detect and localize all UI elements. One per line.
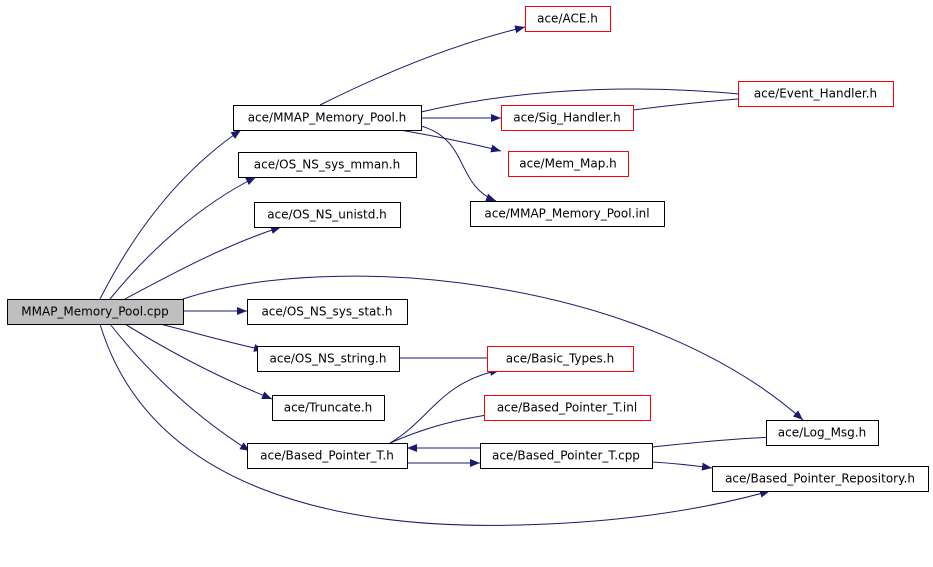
node-box [233, 105, 422, 131]
node-box [247, 443, 408, 469]
node-based_inl[interactable]: ace/Based_Pointer_T.inl [484, 395, 651, 421]
node-box [712, 466, 929, 492]
edge-root-to-mmap_h [99, 129, 242, 300]
node-label: ace/OS_NS_sys_mman.h [254, 158, 400, 172]
node-label: ace/Based_Pointer_T.h [260, 449, 394, 463]
node-label: ace/Log_Msg.h [778, 426, 866, 440]
node-box [7, 299, 184, 325]
edge-based_cpp-to-based_repo [651, 461, 713, 471]
node-based_cpp[interactable]: ace/Based_Pointer_T.cpp [480, 443, 653, 469]
node-label: ace/MMAP_Memory_Pool.inl [484, 207, 649, 221]
node-os_unistd[interactable]: ace/OS_NS_unistd.h [254, 202, 401, 228]
node-label: ace/OS_NS_unistd.h [267, 208, 387, 222]
node-box [470, 201, 665, 227]
node-label: ace/ACE.h [537, 12, 598, 26]
edge-root-to-based_h [109, 323, 251, 452]
node-ace_h[interactable]: ace/ACE.h [525, 6, 611, 32]
edge-root-to-log_msg [182, 275, 804, 421]
edge-mmap_h-to-event_handler [420, 88, 751, 113]
edge-root-to-based_repo [99, 323, 771, 526]
node-mmap_h[interactable]: ace/MMAP_Memory_Pool.h [233, 105, 422, 131]
node-based_h[interactable]: ace/Based_Pointer_T.h [247, 443, 408, 469]
node-sig_handler[interactable]: ace/Sig_Handler.h [501, 105, 634, 131]
node-box [257, 346, 400, 372]
node-label: ace/Truncate.h [284, 401, 373, 415]
edge-based_h-to-based_inl [389, 410, 501, 444]
node-box [738, 81, 894, 107]
node-label: MMAP_Memory_Pool.cpp [21, 305, 168, 319]
node-label: ace/Based_Pointer_T.inl [497, 401, 637, 415]
node-box [525, 6, 611, 32]
node-box [484, 395, 651, 421]
nodes-layer: MMAP_Memory_Pool.cpp ace/MMAP_Memory_Pool… [7, 6, 929, 492]
node-box [766, 420, 879, 446]
edge-sig_handler-to-event_handler [632, 94, 751, 111]
node-mmap_inl[interactable]: ace/MMAP_Memory_Pool.inl [470, 201, 665, 227]
edge-based_cpp-to-log_msg [651, 433, 781, 448]
node-label: ace/Based_Pointer_Repository.h [725, 472, 915, 486]
node-root[interactable]: MMAP_Memory_Pool.cpp [7, 299, 184, 325]
node-label: ace/Mem_Map.h [519, 157, 617, 171]
node-box [508, 151, 629, 177]
edge-mmap_h-to-ace_h [319, 25, 526, 106]
node-label: ace/Event_Handler.h [754, 87, 877, 101]
node-label: ace/Sig_Handler.h [513, 111, 621, 125]
node-box [501, 105, 634, 131]
node-label: ace/OS_NS_sys_stat.h [261, 305, 392, 319]
edge-root-to-os_string [159, 323, 265, 352]
node-box [238, 152, 417, 178]
node-truncate[interactable]: ace/Truncate.h [272, 395, 385, 421]
node-label: ace/Based_Pointer_T.cpp [492, 449, 640, 463]
node-box [247, 299, 408, 325]
edge-root-to-os_mman [109, 176, 257, 300]
node-log_msg[interactable]: ace/Log_Msg.h [766, 420, 879, 446]
node-label: ace/OS_NS_string.h [270, 352, 387, 366]
node-box [480, 443, 653, 469]
node-label: ace/Basic_Types.h [506, 352, 614, 366]
edge-root-to-truncate [124, 323, 273, 400]
node-based_repo[interactable]: ace/Based_Pointer_Repository.h [712, 466, 929, 492]
edge-mmap_h-to-mmap_inl [420, 125, 497, 202]
node-event_handler[interactable]: ace/Event_Handler.h [738, 81, 894, 107]
edge-based_h-to-basic_types [389, 368, 501, 444]
edges-layer [99, 25, 804, 526]
node-box [254, 202, 401, 228]
node-os_string[interactable]: ace/OS_NS_string.h [257, 346, 400, 372]
node-mem_map[interactable]: ace/Mem_Map.h [508, 151, 629, 177]
edge-root-to-os_unistd [124, 226, 282, 300]
node-label: ace/MMAP_Memory_Pool.h [248, 111, 407, 125]
node-os_stat[interactable]: ace/OS_NS_sys_stat.h [247, 299, 408, 325]
node-box [272, 395, 385, 421]
node-basic_types[interactable]: ace/Basic_Types.h [487, 346, 634, 372]
node-os_mman[interactable]: ace/OS_NS_sys_mman.h [238, 152, 417, 178]
edge-mmap_h-to-mem_map [399, 129, 502, 153]
node-box [487, 346, 634, 372]
